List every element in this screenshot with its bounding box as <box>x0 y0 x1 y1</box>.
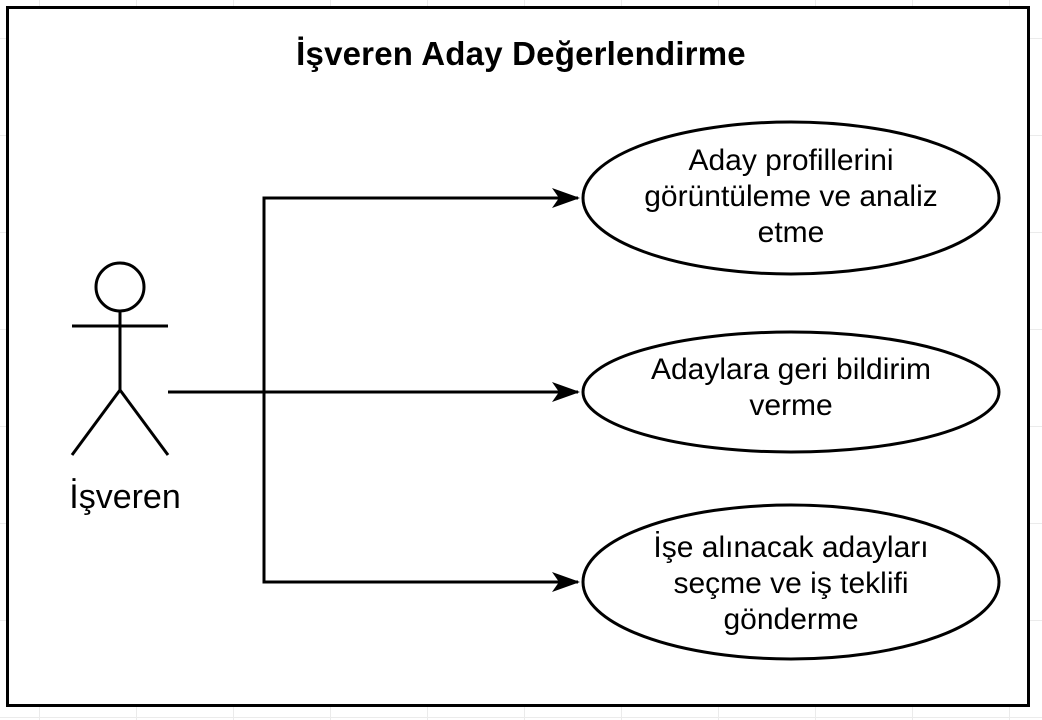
use-case-3-label: İşe alınacak adayları seçme ve iş teklif… <box>591 530 991 638</box>
actor-left-leg <box>70 389 122 456</box>
use-case-2-ellipse[interactable] <box>581 330 1001 454</box>
use-case-2-line-1: Adaylara geri bildirim <box>650 353 932 386</box>
diagram-title: İşveren Aday Değerlendirme <box>296 35 746 72</box>
actor-label: İşveren <box>69 478 181 516</box>
actor-head <box>94 261 146 313</box>
connectors <box>168 188 580 592</box>
use-case-1-label: Aday profillerini görüntüleme ve analiz … <box>591 143 991 251</box>
use-case-2-line-2: verme <box>749 389 833 422</box>
actor-stick-figure-icon[interactable] <box>70 261 170 456</box>
connector-to-use-case-3[interactable] <box>262 392 580 592</box>
use-case-3-line-3: gönderme <box>723 603 859 636</box>
use-case-1-ellipse[interactable] <box>581 120 1001 276</box>
use-case-1-line-3: etme <box>757 216 825 249</box>
connector-to-use-case-1[interactable] <box>168 188 580 394</box>
use-case-3-line-1: İşe alınacak adayları <box>653 531 929 564</box>
use-case-3-line-2: seçme ve iş teklifi <box>673 567 909 600</box>
use-case-1-line-2: görüntüleme ve analiz <box>644 180 938 213</box>
actor-right-leg <box>118 389 170 456</box>
use-case-3-ellipse[interactable] <box>581 503 1001 661</box>
use-case-2-label: Adaylara geri bildirim verme <box>591 352 991 424</box>
use-case-1-line-1: Aday profillerini <box>688 144 894 177</box>
